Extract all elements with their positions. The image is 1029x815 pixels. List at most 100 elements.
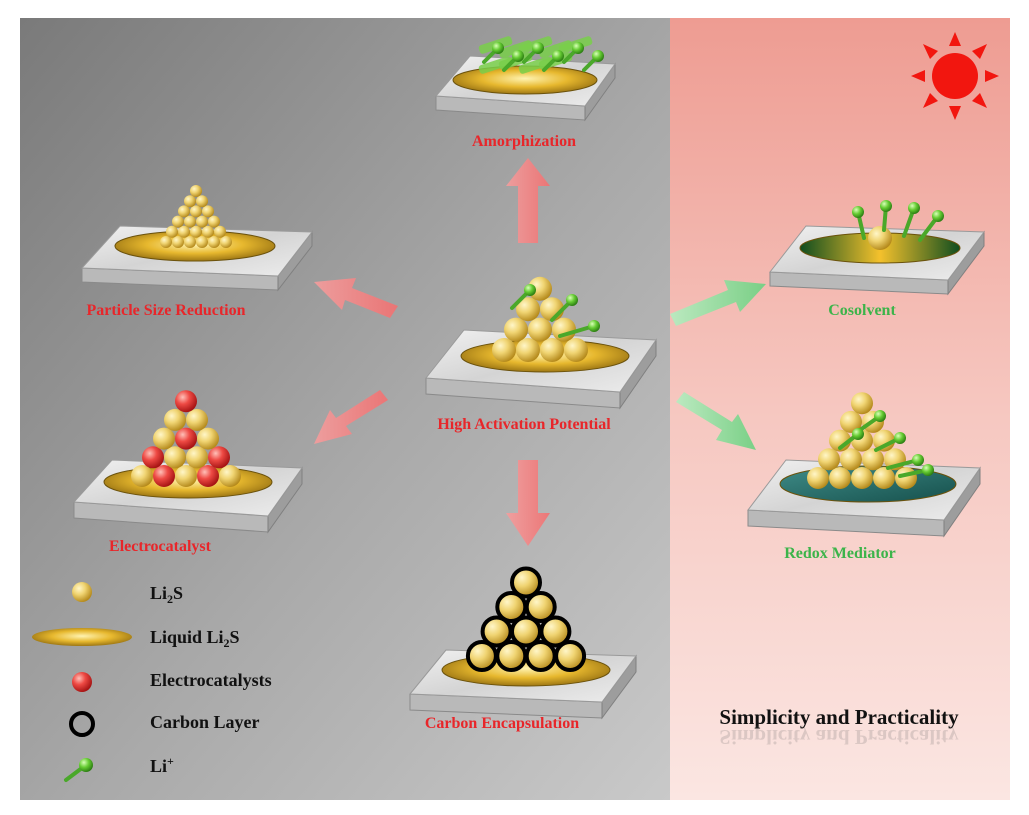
- arrow-to-carbon: [506, 460, 550, 546]
- arrow-to-electrocatalyst: [314, 390, 388, 444]
- center-li-ion: [510, 284, 536, 310]
- redox-li2s-ball: [862, 448, 884, 471]
- legend-li2s-icon: [72, 582, 92, 602]
- small-li2s-ball: [208, 215, 220, 228]
- small-li2s-ball: [166, 225, 178, 238]
- redox-li-ion: [838, 428, 864, 450]
- cosolvent-li-ion: [918, 210, 944, 242]
- legend-electrocatalyst-icon: [72, 672, 92, 692]
- small-li2s-ball: [214, 225, 226, 238]
- redox-li2s-ball: [851, 467, 873, 489]
- redox-li-ion: [874, 432, 906, 452]
- small-li2s-ball: [190, 205, 202, 218]
- carbon-coated-ball: [510, 566, 542, 599]
- label-carbon: Carbon Encapsulation: [425, 715, 579, 732]
- cosolvent-li-ion: [880, 200, 892, 232]
- electro-ball: [164, 446, 186, 469]
- electro-ball: [164, 408, 186, 431]
- small-li2s-ball: [208, 236, 220, 248]
- amorph-li-ion: [522, 42, 544, 64]
- small-li2s-ball: [202, 205, 214, 218]
- center-li2s-ball: [528, 276, 552, 301]
- legend-liquid-li2s-icon: [32, 628, 132, 646]
- legend-li-ion-icon: [64, 758, 93, 782]
- center-li2s-ball: [516, 338, 540, 362]
- electro-ball: [186, 408, 208, 431]
- electro-ball: [197, 427, 219, 450]
- redox-li2s-ball: [851, 392, 873, 415]
- cosolvent-li-ion: [902, 202, 920, 238]
- center-li2s-ball: [540, 338, 564, 362]
- small-li2s-ball: [190, 225, 202, 238]
- small-li2s-ball: [220, 236, 232, 248]
- electro-ball: [208, 446, 230, 469]
- small-li2s-ball: [184, 236, 196, 248]
- label-center: High Activation Potential: [437, 416, 611, 433]
- small-li2s-ball: [172, 236, 184, 248]
- platform-center: [425, 329, 657, 410]
- arrow-to-cosolvent: [670, 280, 766, 326]
- redox-li2s-ball: [873, 467, 895, 489]
- legend-carbon-layer-icon: [69, 711, 95, 737]
- electro-ball: [186, 446, 208, 469]
- center-li2s-ball: [528, 317, 552, 342]
- electro-ball: [197, 465, 219, 487]
- electro-ball: [219, 465, 241, 487]
- legend-liquid-li2s: Liquid Li2S: [150, 627, 240, 650]
- small-li2s-ball: [184, 195, 196, 208]
- center-li-ion: [558, 320, 600, 338]
- amorph-li-ion: [582, 50, 604, 72]
- electro-ball: [153, 465, 175, 487]
- label-particle-size: Particle Size Reduction: [86, 302, 245, 319]
- small-li2s-ball: [178, 225, 190, 238]
- label-redox: Redox Mediator: [784, 545, 896, 562]
- sun-icon: [911, 32, 999, 120]
- slogan: Simplicity and Practicality: [719, 705, 959, 729]
- small-li2s-ball: [178, 205, 190, 218]
- slogan-reflection: Simplicity and Practicality: [719, 725, 959, 749]
- redox-li2s-ball: [840, 410, 862, 433]
- arrow-to-redox: [676, 392, 756, 450]
- legend-carbon-layer: Carbon Layer: [150, 712, 260, 732]
- small-li2s-ball: [196, 215, 208, 228]
- cosolvent-li-ion: [852, 206, 866, 240]
- electro-ball: [131, 465, 153, 487]
- label-cosolvent: Cosolvent: [828, 302, 896, 319]
- small-li2s-ball: [190, 185, 202, 197]
- electro-ball: [175, 390, 197, 413]
- redox-li2s-ball: [895, 467, 917, 489]
- small-li2s-ball: [184, 215, 196, 228]
- center-li2s-ball: [564, 338, 588, 362]
- electro-ball: [153, 427, 175, 450]
- redox-li-ion: [858, 410, 886, 432]
- redox-li2s-ball: [807, 467, 829, 489]
- light-panel: [670, 18, 1010, 800]
- amorph-li-ion: [562, 42, 584, 64]
- amorph-li-ion: [542, 50, 564, 72]
- center-li2s-ball: [492, 338, 516, 362]
- amorph-li-ion: [482, 42, 504, 64]
- redox-li2s-ball: [873, 429, 895, 452]
- redox-li-ion: [898, 464, 934, 478]
- small-li2s-ball: [172, 215, 184, 228]
- arrow-to-particle-size: [314, 278, 398, 318]
- electro-ball: [175, 427, 197, 450]
- label-electrocatalyst: Electrocatalyst: [109, 538, 212, 555]
- redox-li2s-ball: [818, 448, 840, 471]
- redox-li-ion: [886, 454, 924, 470]
- small-li2s-ball: [196, 236, 208, 248]
- electro-ball: [175, 465, 197, 487]
- legend-electrocatalysts: Electrocatalysts: [150, 670, 272, 690]
- arrow-to-amorphization: [506, 158, 550, 243]
- label-amorphization: Amorphization: [472, 133, 576, 150]
- center-li2s-ball: [552, 317, 576, 342]
- carbon-coated-ball: [539, 615, 572, 648]
- legend-li-ion: Li+: [150, 754, 174, 776]
- small-li2s-ball: [196, 195, 208, 208]
- legend-li2s: Li2S: [150, 583, 183, 606]
- carbon-coated-ball: [554, 640, 587, 672]
- small-li2s-ball: [202, 225, 214, 238]
- center-li2s-ball: [516, 297, 540, 322]
- redox-li2s-ball: [829, 467, 851, 489]
